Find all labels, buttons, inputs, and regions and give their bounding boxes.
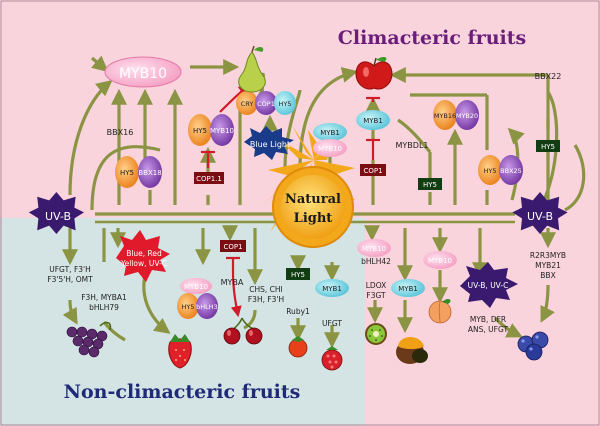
ufgt-block-line2: F3'5'H, OMT	[47, 275, 93, 284]
myb10-right-lower2-node: MYB10	[423, 251, 457, 269]
cherry-icon	[223, 317, 263, 345]
svg-text:HY5: HY5	[291, 271, 305, 279]
myb-dfr-line1: MYB, DFR	[470, 315, 506, 324]
r2r3-line2: MYB21	[535, 261, 561, 270]
svg-text:COP1: COP1	[257, 100, 275, 108]
bbx22-label: BBX22	[535, 72, 562, 81]
svg-text:MYB10: MYB10	[318, 145, 342, 153]
myb1-right-lower-node: MYB1	[391, 279, 425, 297]
myb16-myb20-node: MYB16 MYB20	[433, 100, 479, 130]
svg-text:HY5: HY5	[423, 181, 437, 189]
bbx16-label: BBX16	[107, 128, 134, 137]
hy5-myb10-top-node: HY5 MYB10	[188, 114, 234, 146]
myb10-hy5-bhlh3-left-node: MYB10 HY5 bHLH3	[177, 278, 218, 319]
uvb-left-label: UV-B	[45, 210, 71, 223]
blueberry-icon	[517, 331, 549, 361]
svg-text:MYB10: MYB10	[362, 245, 386, 253]
hy5-right-far-box: HY5	[536, 140, 560, 152]
cop1-left-box: COP1.1	[194, 172, 224, 184]
svg-text:CRY: CRY	[241, 100, 254, 108]
mango-icon	[396, 337, 428, 364]
svg-text:bHLH3: bHLH3	[196, 303, 218, 311]
kiwi-icon	[365, 323, 387, 345]
raspberry-icon	[321, 346, 343, 371]
hy5-right-mid-box: HY5	[418, 178, 442, 190]
blue-red-burst: Blue, Red Yellow, UV-C	[116, 230, 170, 282]
uvb-star-right: UV-B	[512, 192, 568, 235]
svg-text:Blue Light: Blue Light	[250, 140, 290, 149]
svg-text:COP1.1: COP1.1	[196, 175, 222, 183]
ufgt-center-label: UFGT	[322, 319, 342, 328]
cry-cop1-hy5-node: CRY COP1 HY5	[236, 91, 296, 115]
apple-icon	[355, 56, 393, 90]
svg-text:COP1: COP1	[363, 167, 382, 175]
f3h-block-line1: F3H, MYBA1	[81, 293, 127, 302]
ufgt-block-line1: UFGT, F3'H	[49, 265, 90, 274]
hy5-center-box: HY5	[286, 268, 310, 280]
svg-text:MYB10: MYB10	[119, 66, 167, 82]
chs-block-line1: CHS, CHI	[249, 285, 283, 294]
ldox-line1: LDOX	[366, 281, 387, 290]
f3h-block-line2: bHLH79	[89, 303, 119, 312]
myb1-bottom-node: MYB1	[315, 279, 349, 297]
svg-text:COP1: COP1	[223, 243, 242, 251]
svg-text:Blue, Red: Blue, Red	[126, 249, 162, 258]
pear-icon	[238, 45, 266, 93]
uvb-star-left: UV-B	[28, 192, 84, 235]
hy5-bbx25-right-node: HY5 BBX25	[478, 155, 523, 185]
myb1-right-top-node: MYB1	[356, 110, 390, 130]
peach-icon	[428, 298, 452, 324]
r2r3-line3: BBX	[540, 271, 555, 280]
svg-text:Yellow, UV-C: Yellow, UV-C	[120, 259, 167, 268]
svg-text:MYB20: MYB20	[456, 112, 478, 120]
myba-label: MYBA	[221, 278, 244, 287]
myb1-myb10-center-node: MYB1 MYB10	[313, 123, 347, 157]
svg-text:MYB1: MYB1	[363, 117, 383, 125]
svg-text:MYB10: MYB10	[210, 127, 234, 135]
svg-text:BBX18: BBX18	[138, 169, 161, 177]
grape-icon	[66, 321, 112, 358]
svg-text:HY5: HY5	[279, 100, 292, 108]
svg-text:MYB10: MYB10	[428, 257, 452, 265]
r2r3-line1: R2R3MYB	[530, 251, 566, 260]
ruby1-label: Ruby1	[286, 307, 310, 316]
natural-light-sun: Natural Light	[262, 125, 355, 248]
tomato-icon	[288, 336, 308, 358]
chs-block-line2: F3H, F3'H	[248, 295, 284, 304]
svg-text:MYB1: MYB1	[320, 129, 340, 137]
myb10-top-node: MYB10	[104, 56, 182, 88]
myb10-right-lower-node: MYB10	[357, 239, 391, 257]
svg-text:HY5: HY5	[182, 303, 195, 311]
cop1-center-box: COP1	[220, 240, 246, 252]
svg-text:MYB10: MYB10	[184, 283, 208, 291]
svg-text:UV-B, UV-C: UV-B, UV-C	[468, 281, 509, 290]
svg-text:HY5: HY5	[484, 167, 497, 175]
myb10-bhlh42-line2: bHLH42	[361, 257, 391, 266]
svg-text:HY5: HY5	[541, 143, 555, 151]
svg-text:MYB1: MYB1	[398, 285, 418, 293]
ldox-line2: F3GT	[366, 291, 386, 300]
mybdl1-label: MYBDL1	[396, 141, 429, 150]
non-climacteric-title: Non-climacteric fruits	[64, 381, 301, 403]
svg-text:MYB1: MYB1	[322, 285, 342, 293]
svg-text:HY5: HY5	[120, 169, 134, 177]
sun-label-line1: Natural	[285, 192, 341, 207]
svg-text:BBX25: BBX25	[500, 167, 522, 175]
uvb-uvc-burst: UV-B, UV-C	[460, 262, 518, 308]
sun-label-line2: Light	[294, 211, 333, 226]
hy5-bbx18-left-node: HY5 BBX18	[115, 156, 162, 188]
uvb-right-label: UV-B	[527, 210, 553, 223]
non-climacteric-background	[0, 218, 365, 426]
blue-light-burst: Blue Light	[244, 126, 294, 160]
cop1-right-box: COP1	[360, 164, 386, 176]
svg-text:MYB16: MYB16	[434, 112, 456, 120]
svg-text:HY5: HY5	[193, 127, 207, 135]
myb-dfr-line2: ANS, UFGT	[468, 325, 509, 334]
climacteric-title: Climacteric fruits	[338, 27, 527, 49]
strawberry-icon	[168, 334, 192, 369]
